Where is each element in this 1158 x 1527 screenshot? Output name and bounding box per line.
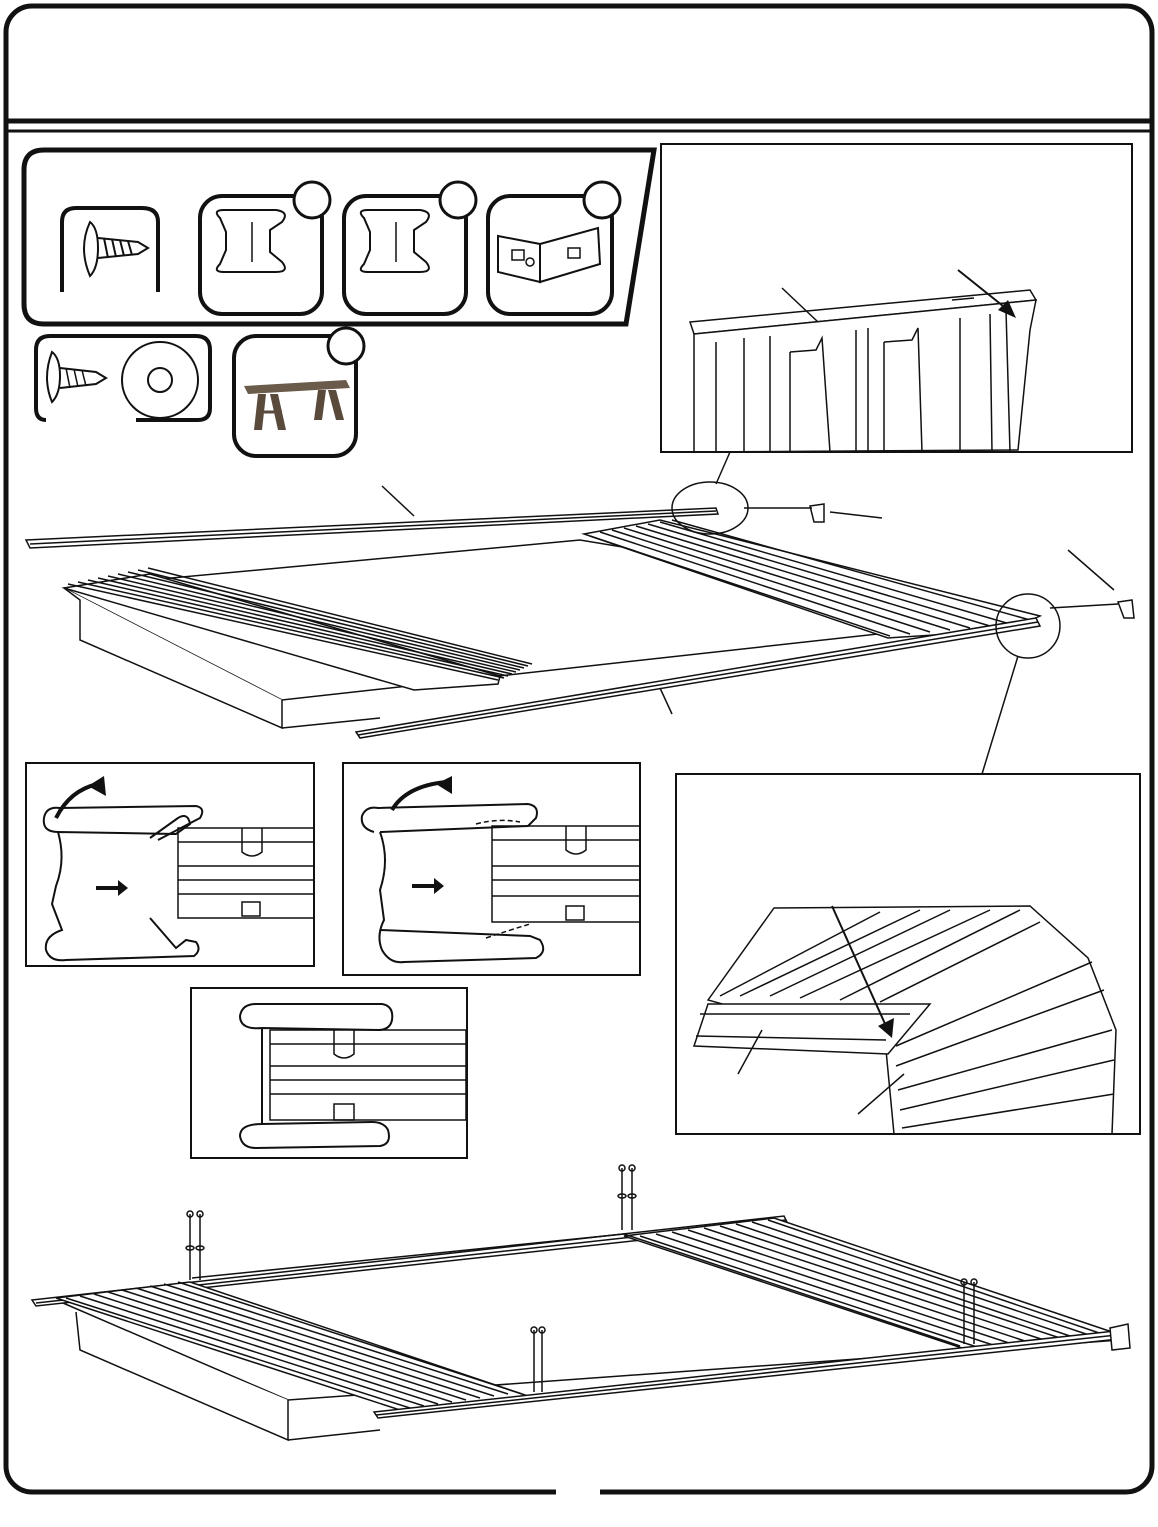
main-assembly-view: [26, 452, 1134, 774]
callout-badge: [328, 328, 364, 364]
leader-line: [660, 688, 672, 714]
leader-line: [830, 512, 882, 518]
corner-bracket-part: [1118, 600, 1134, 618]
screw-stack: [618, 1165, 636, 1230]
page-number-gap: [556, 1484, 600, 1498]
clip-bracket-icon-1: [200, 182, 330, 314]
screw-stack: [186, 1211, 204, 1280]
detail-view-top-right: [661, 144, 1132, 452]
final-assembly-view: [32, 1165, 1130, 1440]
leader-line: [1068, 550, 1114, 590]
callout-badge: [294, 182, 330, 218]
callout-badge: [440, 182, 476, 218]
clip-rotate-step-1: [26, 763, 314, 966]
corner-bracket-part: [810, 504, 824, 522]
callout-badge: [584, 182, 620, 218]
clip-bracket-icon-2: [344, 182, 476, 314]
corner-bracket-part: [1110, 1324, 1130, 1350]
screw-and-washer-icon: [36, 336, 210, 420]
detail-view-corner: [676, 774, 1140, 1134]
clip-rotate-step-2: [343, 763, 640, 975]
sawhorse-table-icon: [234, 328, 364, 456]
header-rule: [8, 121, 1150, 131]
clip-installed: [191, 988, 467, 1158]
leader-line: [382, 486, 414, 516]
corner-bracket-icon: [488, 182, 620, 314]
hardware-panel: [24, 150, 654, 324]
